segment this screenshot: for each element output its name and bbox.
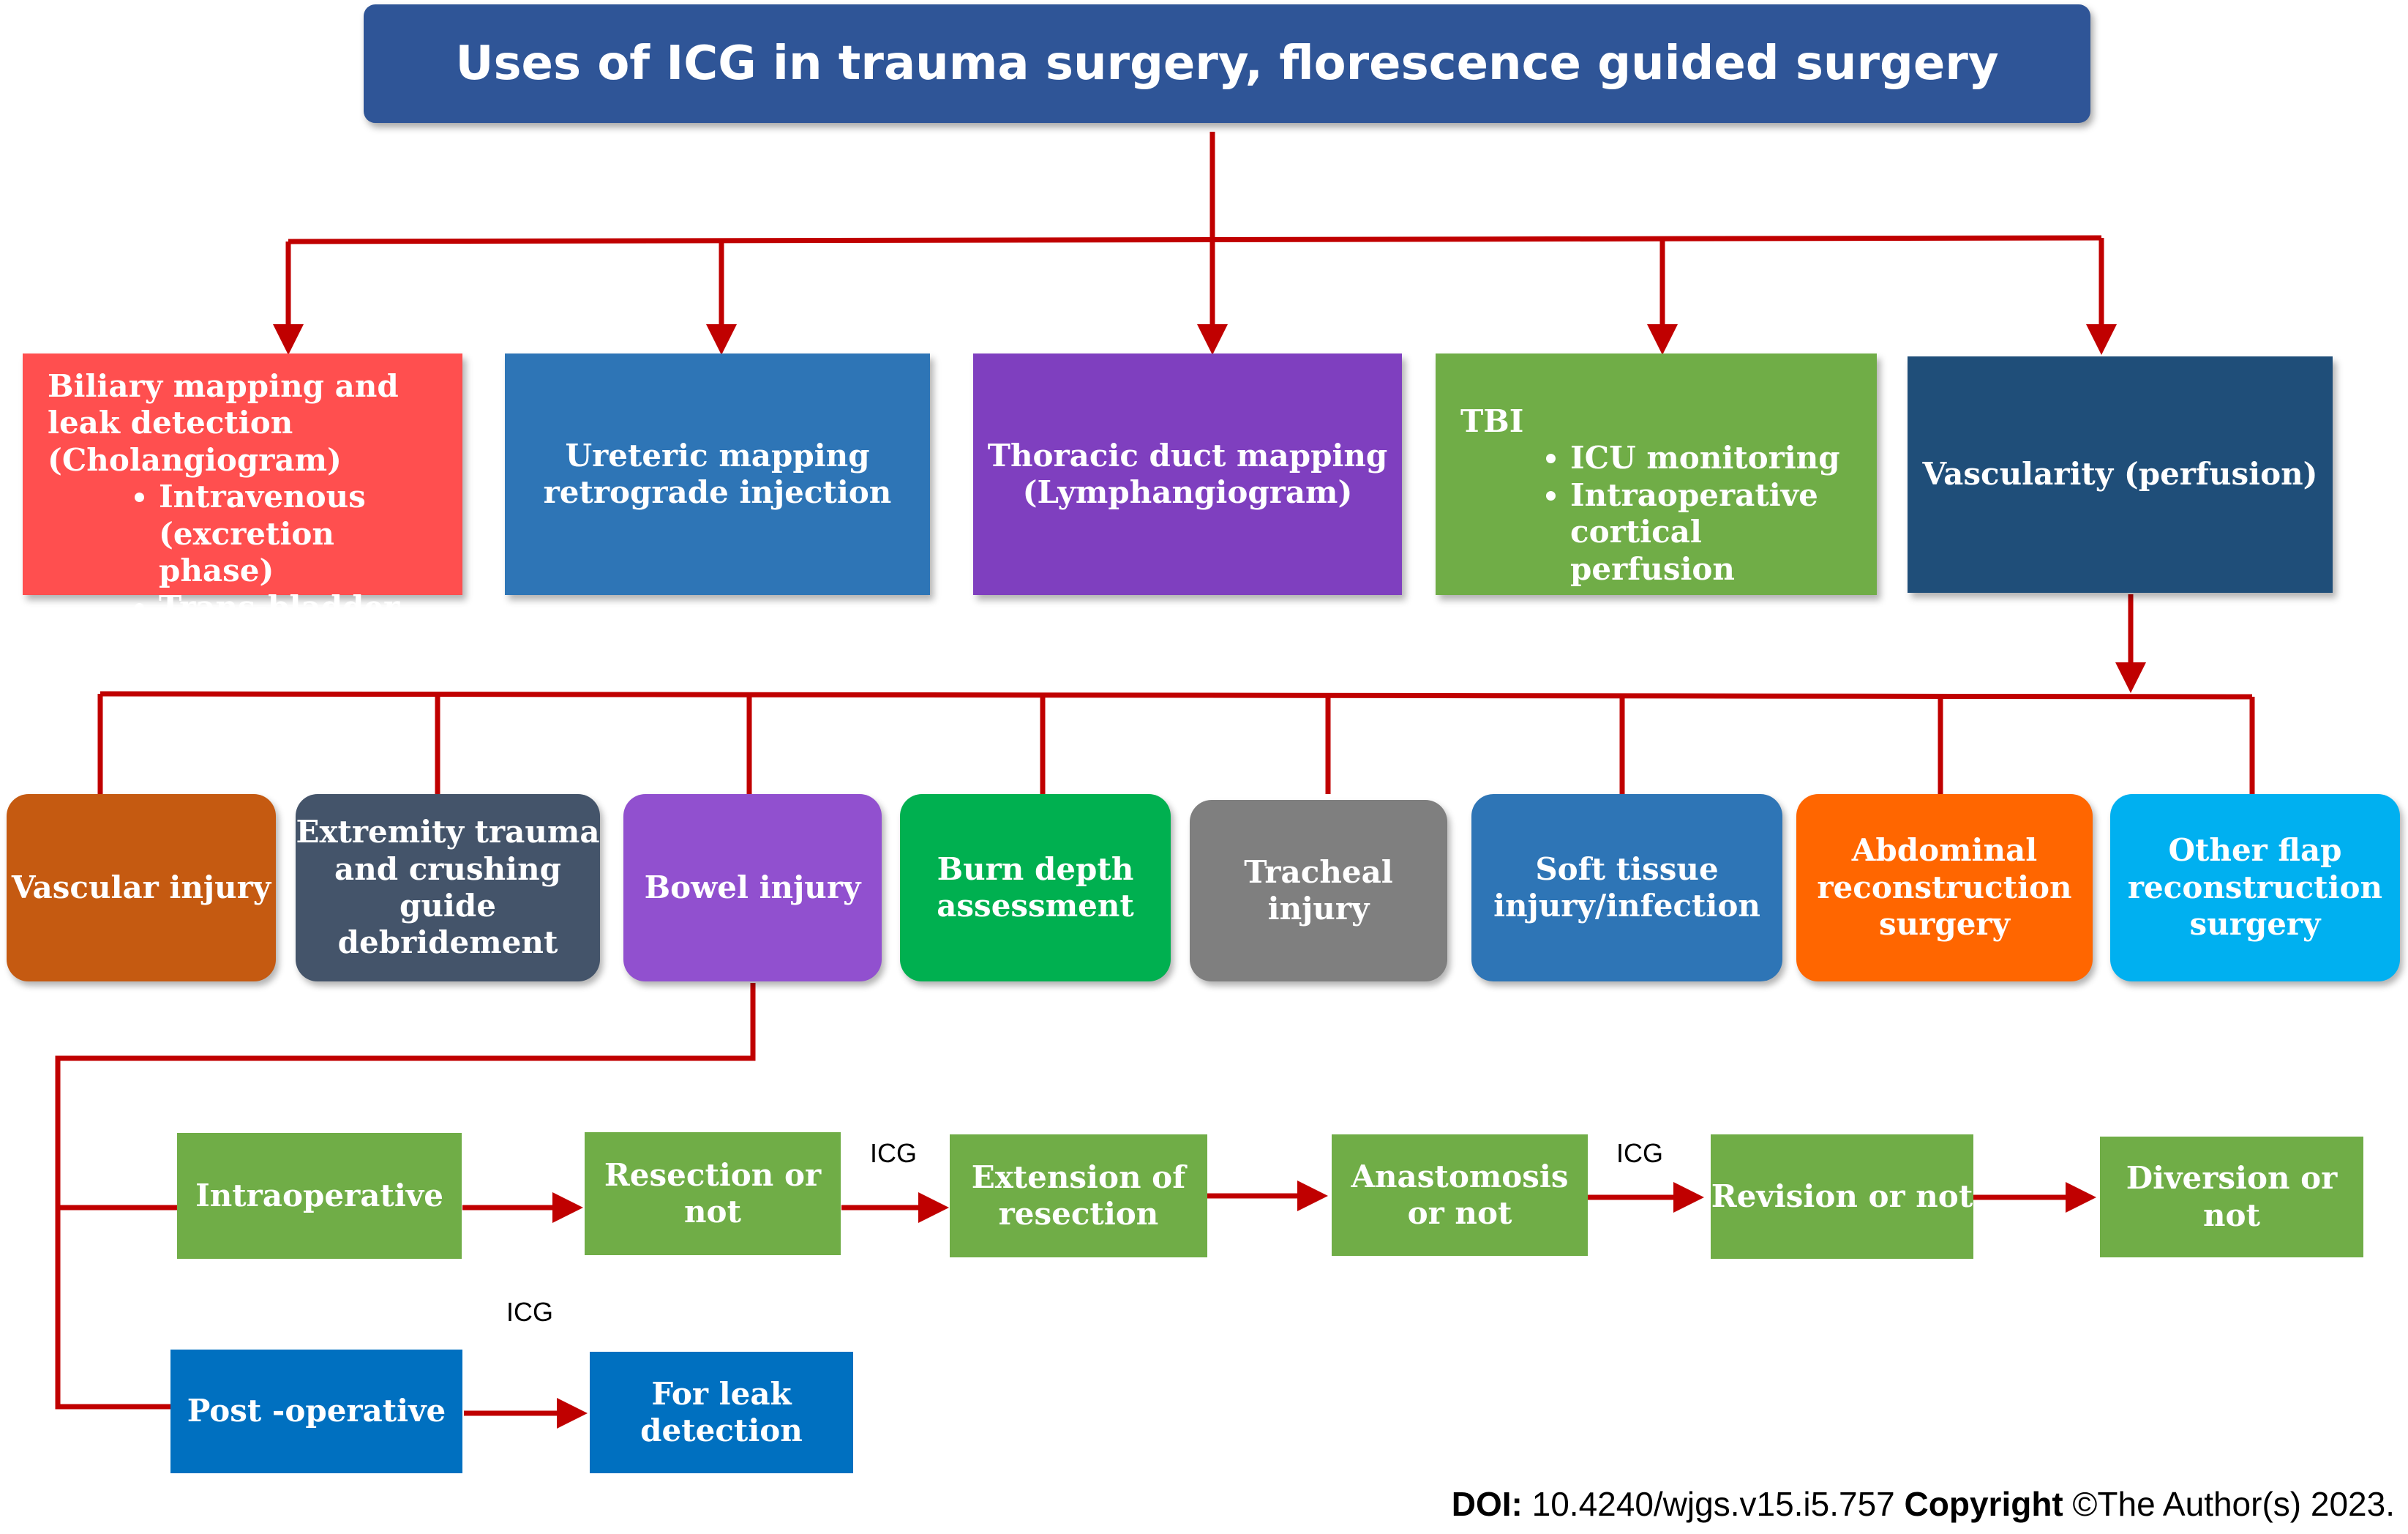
node-vascularity: Vascularity (perfusion)	[1908, 356, 2333, 593]
edge-label-icg-extension: ICG	[870, 1138, 918, 1168]
biliary-heading: Biliary mapping and leak detection (Chol…	[48, 368, 399, 478]
connector-level1-bar	[288, 235, 2102, 244]
node-burn-depth: Burn depth assessment	[900, 794, 1171, 981]
connector-bowel-branch	[55, 983, 756, 1410]
node-soft-tissue: Soft tissue injury/infection	[1471, 794, 1782, 981]
node-diversion-or-not: Diversion or not	[2100, 1137, 2363, 1257]
node-post-operative: Post -operative	[170, 1350, 462, 1473]
node-tbi: TBI ICU monitoring Intraoperative cortic…	[1436, 353, 1877, 595]
edge-label-icg-revision: ICG	[1616, 1138, 1664, 1168]
doi-footer: DOI: 10.4240/wjgs.v15.i5.757 Copyright ©…	[1452, 1484, 2395, 1524]
node-extension-of-resection: Extension of resection	[950, 1134, 1207, 1257]
node-extremity-trauma: Extremity trauma and crushing guide debr…	[296, 794, 600, 981]
biliary-list: Intravenous (excretion phase) Trans-blad…	[48, 479, 449, 626]
edge-label-icg-leak: ICG	[506, 1297, 554, 1327]
doi-value: 10.4240/wjgs.v15.i5.757	[1531, 1485, 1895, 1523]
copyright-label: Copyright	[1904, 1485, 2063, 1523]
biliary-item-trans-bladder: Trans-bladder	[159, 589, 449, 626]
node-for-leak-detection: For leak detection	[590, 1352, 853, 1473]
node-other-flap: Other flap reconstruction surgery	[2110, 794, 2400, 981]
node-vascular-injury: Vascular injury	[7, 794, 276, 981]
node-ureteric-mapping: Ureteric mapping retrograde injection	[505, 353, 930, 595]
node-tracheal-injury: Tracheal injury	[1190, 800, 1447, 981]
tbi-item-cortical: Intraoperative cortical perfusion	[1570, 477, 1864, 588]
node-abdominal-reconstruction: Abdominal reconstruction surgery	[1796, 794, 2093, 981]
node-intraoperative: Intraoperative	[177, 1133, 462, 1259]
tbi-item-icu: ICU monitoring	[1570, 440, 1864, 476]
copyright-value: ©The Author(s) 2023.	[2072, 1485, 2395, 1523]
node-anastomosis-or-not: Anastomosis or not	[1332, 1134, 1588, 1256]
tbi-heading: TBI	[1460, 403, 1524, 439]
diagram-title: Uses of ICG in trauma surgery, florescen…	[364, 4, 2090, 123]
connector-level2-bar	[100, 691, 2253, 700]
doi-label: DOI:	[1451, 1485, 1523, 1523]
node-revision-or-not: Revision or not	[1711, 1134, 1973, 1259]
node-bowel-injury: Bowel injury	[623, 794, 882, 981]
biliary-item-intravenous: Intravenous (excretion phase)	[159, 479, 449, 589]
node-resection-or-not: Resection or not	[585, 1132, 841, 1255]
node-biliary-mapping: Biliary mapping and leak detection (Chol…	[23, 353, 462, 625]
node-thoracic-duct-mapping: Thoracic duct mapping (Lymphangiogram)	[973, 353, 1402, 595]
tbi-list: ICU monitoring Intraoperative cortical p…	[1460, 440, 1864, 588]
